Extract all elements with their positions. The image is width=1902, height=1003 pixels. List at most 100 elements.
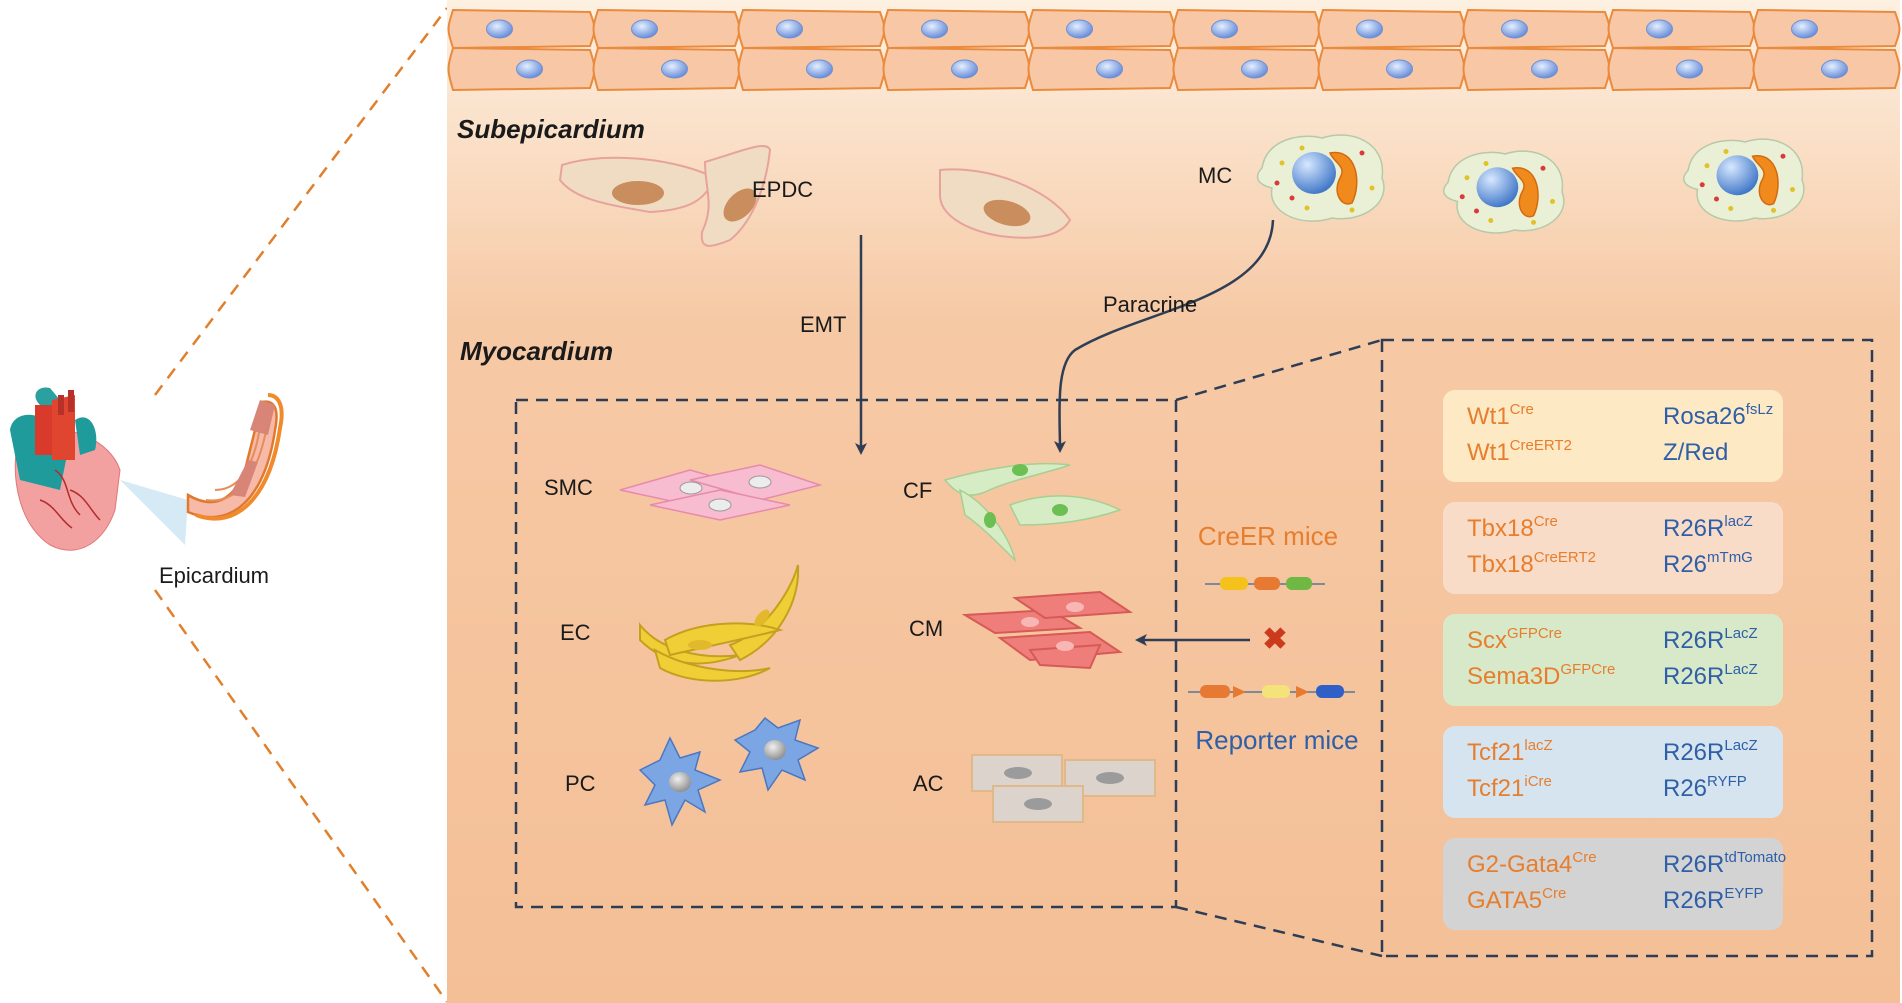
- ec-cells: [639, 564, 800, 682]
- cre-line-name: Tcf21lacZ: [1467, 737, 1553, 766]
- cell-nucleus: [1821, 59, 1848, 79]
- reporter-line-name: R26RLacZ: [1663, 625, 1758, 654]
- vesicle: [1728, 206, 1734, 211]
- cre-line-name: ScxGFPCre: [1467, 625, 1562, 654]
- vesicle: [1714, 196, 1719, 202]
- epicardium-label: Epicardium: [159, 563, 269, 588]
- epicardial-cell-layer: [447, 8, 1901, 92]
- vesicle: [1359, 150, 1365, 156]
- cell-nucleus: [631, 19, 658, 39]
- cre-line-name: Wt1CreERT2: [1467, 437, 1572, 466]
- epicardial-cell: [1607, 8, 1756, 50]
- epicardial-cell: [1462, 8, 1611, 50]
- vesicle: [1299, 145, 1305, 151]
- epicardial-cell: [447, 8, 596, 50]
- mouse-line-box-bg: [1443, 726, 1783, 818]
- cell-nucleus: [661, 59, 688, 79]
- cf-label: CF: [903, 478, 932, 503]
- mouse-line-box-bg: [1443, 838, 1783, 930]
- vesicle: [1540, 165, 1546, 171]
- cell-nucleus: [486, 19, 513, 39]
- cf-cells: [943, 462, 1122, 563]
- creer-mice-label: CreER mice: [1198, 521, 1338, 551]
- golgi-apparatus: [1751, 155, 1779, 206]
- connector-top: [1175, 338, 1383, 402]
- cross-icon: ✖: [1262, 623, 1287, 656]
- cell-fate-box: [514, 398, 1178, 909]
- ec-label: EC: [560, 620, 591, 645]
- vesicle: [1550, 199, 1555, 204]
- cm-cells: [961, 590, 1133, 670]
- creer-construct: [1205, 577, 1325, 590]
- vesicle: [1790, 187, 1795, 192]
- epicardial-cell: [1752, 8, 1901, 50]
- epicardial-cell: [1172, 8, 1321, 50]
- mc-label: MC: [1198, 163, 1232, 188]
- reporter-line-name: R26RtdTomato: [1663, 849, 1786, 878]
- mc-nucleus: [1476, 167, 1519, 208]
- epicardium-strip: [186, 393, 284, 521]
- cell-nucleus: [921, 19, 948, 39]
- subepicardium-label: Subepicardium: [457, 114, 645, 144]
- mouse-line-box-bg: [1443, 614, 1783, 706]
- cell-nucleus: [1646, 19, 1673, 39]
- cell-nucleus: [1791, 19, 1818, 39]
- vesicle: [1304, 205, 1310, 211]
- cell-nucleus: [951, 59, 978, 79]
- cell-nucleus: [1096, 59, 1123, 79]
- smc-cells: [619, 464, 823, 521]
- vesicle: [1704, 163, 1710, 169]
- paracrine-label: Paracrine: [1103, 292, 1197, 317]
- zoom-line-bottom: [153, 589, 449, 1003]
- epdc-label: EPDC: [752, 177, 813, 202]
- pc-label: PC: [565, 771, 596, 796]
- mc-nucleus: [1292, 152, 1336, 194]
- vesicle: [1349, 207, 1355, 213]
- mc-cells: [1256, 134, 1805, 234]
- cre-line-name: G2-Gata4Cre: [1467, 849, 1597, 878]
- reporter-line-name: Rosa26fsLz: [1663, 401, 1773, 430]
- vesicle: [1483, 161, 1489, 166]
- ac-label: AC: [913, 771, 944, 796]
- epicardial-cell: [737, 8, 886, 50]
- epicardial-cell: [1027, 8, 1176, 50]
- vesicle: [1488, 218, 1494, 223]
- reporter-line-name: R26RLacZ: [1663, 661, 1758, 690]
- myocardium-label: Myocardium: [460, 336, 613, 366]
- cell-nucleus: [1066, 19, 1093, 39]
- cell-nucleus: [806, 59, 833, 79]
- paracrine-arrow: [1053, 219, 1275, 453]
- vesicle: [1699, 182, 1705, 188]
- connector-bottom: [1175, 905, 1383, 958]
- pc-cells: [638, 716, 820, 828]
- cell-nucleus: [516, 59, 543, 79]
- vesicle: [1279, 160, 1285, 166]
- cell-nucleus: [1531, 59, 1558, 79]
- cre-line-name: Tbx18Cre: [1467, 513, 1558, 542]
- cm-label: CM: [909, 616, 943, 641]
- golgi-apparatus: [1328, 151, 1358, 205]
- epdc-cells: [558, 145, 1072, 247]
- cell-nucleus: [1211, 19, 1238, 39]
- cre-line-name: Sema3DGFPCre: [1467, 661, 1615, 690]
- vesicle: [1780, 153, 1786, 159]
- mouse-line-box-bg: [1443, 502, 1783, 594]
- golgi-apparatus: [1511, 167, 1539, 218]
- cre-line-name: Tcf21iCre: [1467, 773, 1552, 802]
- vesicle: [1723, 149, 1729, 154]
- reporter-mice-label: Reporter mice: [1195, 725, 1358, 755]
- smc-label: SMC: [544, 475, 593, 500]
- heart-illustration: [10, 387, 188, 551]
- cell-nucleus: [1501, 19, 1528, 39]
- vesicle: [1531, 219, 1536, 225]
- vesicle: [1369, 185, 1375, 191]
- reporter-line-name: R26REYFP: [1663, 885, 1764, 914]
- vesicle: [1289, 195, 1295, 201]
- zoom-line-top: [154, 7, 448, 396]
- vesicle: [1459, 194, 1465, 200]
